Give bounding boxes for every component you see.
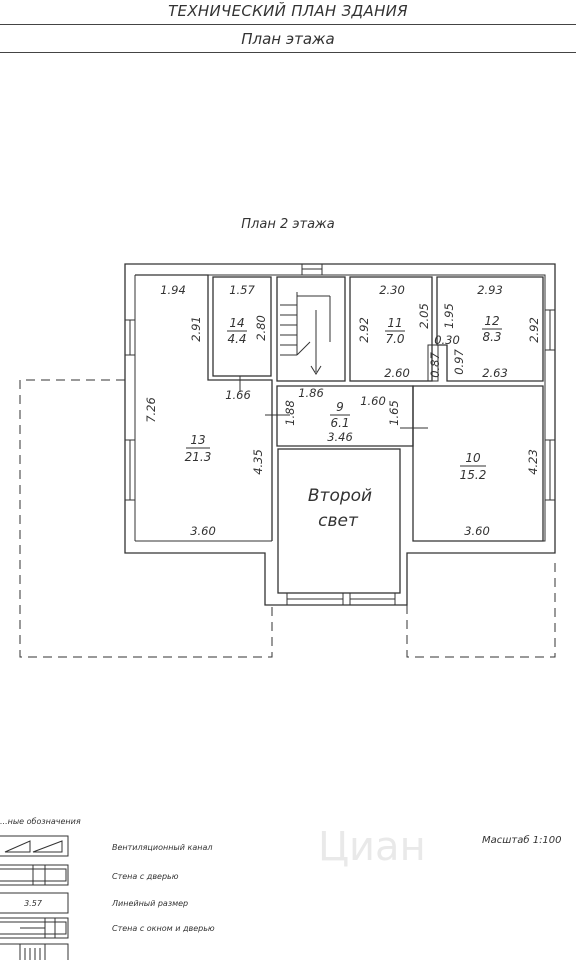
watermark-text: Циан [318, 824, 426, 870]
legend-swatch-window [0, 943, 69, 960]
room-11-area: 7.0 [385, 332, 404, 346]
legend-swatch-door [0, 864, 69, 886]
legend-dim-sample: 3.57 [24, 899, 43, 908]
room-13-number: 13 [190, 433, 205, 447]
dim-2-05: 2.05 [417, 303, 431, 329]
floor-title: План 2 этажа [241, 217, 334, 232]
dim-2-93: 2.93 [477, 283, 503, 297]
room-12-area: 8.3 [482, 330, 501, 344]
legend-title: ...ные обозначения [0, 817, 81, 826]
door-ticks [239, 376, 428, 429]
room-9-area: 6.1 [330, 416, 349, 430]
room-11-number: 11 [387, 316, 402, 330]
legend-swatch-window-door [0, 917, 69, 939]
legend-vent-shape [4, 840, 63, 853]
legend-item-window-door: Стена с окном и дверью [112, 924, 215, 933]
dim-3-46: 3.46 [327, 430, 353, 444]
room-14-wall [212, 276, 272, 377]
room-labels: 13 21.3 14 4.4 11 7.0 12 8.3 9 6.1 10 15… [185, 314, 502, 531]
room-13-area: 21.3 [185, 450, 212, 464]
dim-0-97: 0.97 [452, 349, 466, 375]
second-light-label-2: свет [318, 511, 359, 531]
dim-2-92-a: 2.92 [357, 317, 371, 343]
watermark: Циан [318, 824, 426, 870]
legend-item-door: Стена с дверью [112, 872, 179, 881]
dim-2-80: 2.80 [254, 315, 268, 341]
stairs [280, 292, 331, 375]
document-subtitle: План этажа [241, 30, 335, 48]
dim-3-60-a: 3.60 [190, 524, 216, 538]
dim-1-95: 1.95 [442, 303, 456, 329]
room-13-wall [135, 274, 273, 541]
room-11-wall [349, 276, 433, 382]
dim-0-30: 0.30 [434, 333, 460, 347]
legend-swatch-vent [0, 835, 69, 857]
legend-item-vent: Вентиляционный канал [112, 843, 212, 852]
document-title: ТЕХНИЧЕСКИЙ ПЛАН ЗДАНИЯ [168, 2, 408, 20]
dim-7-26: 7.26 [144, 397, 158, 423]
room-10-number: 10 [465, 451, 481, 465]
legend-swatch-dim [0, 892, 69, 914]
dim-2-91: 2.91 [189, 316, 203, 342]
dim-3-60-b: 3.60 [464, 524, 490, 538]
room-14-area: 4.4 [227, 332, 246, 346]
dim-1-94: 1.94 [160, 283, 186, 297]
dim-1-60: 1.60 [360, 394, 386, 408]
dim-2-30: 2.30 [379, 283, 405, 297]
dimension-labels: 1.94 1.57 2.30 2.93 2.91 2.80 2.92 2.05 … [144, 283, 541, 538]
dim-1-86: 1.86 [298, 386, 324, 400]
dim-2-63: 2.63 [482, 366, 508, 380]
header-rule-top [0, 24, 576, 25]
scale-label: Масштаб 1:100 [482, 834, 562, 846]
legend: ...ные обозначения 3.57 Вентиляционный к… [0, 817, 215, 960]
room-14-number: 14 [229, 316, 244, 330]
dim-2-92-b: 2.92 [527, 317, 541, 343]
second-light-label-1: Второй [308, 486, 372, 506]
dashed-outline-right [406, 562, 556, 658]
legend-item-dim: Линейный размер [111, 899, 188, 908]
dim-1-66: 1.66 [225, 388, 251, 402]
dashed-outline-left [19, 379, 273, 658]
windows [125, 264, 555, 605]
room-10-wall [412, 385, 544, 542]
vent-shaft [427, 344, 439, 382]
room-12-number: 12 [484, 314, 499, 328]
room-10-area: 15.2 [460, 468, 487, 482]
stair-well [276, 276, 346, 382]
header-rule-bottom [0, 52, 576, 53]
dim-1-88: 1.88 [283, 400, 297, 426]
dim-4-35: 4.35 [251, 449, 265, 475]
dim-1-65: 1.65 [387, 400, 401, 426]
room-9-number: 9 [336, 400, 344, 414]
dim-0-87: 0.87 [428, 352, 442, 378]
dim-2-60: 2.60 [384, 366, 410, 380]
dim-4-23: 4.23 [526, 449, 540, 475]
dim-1-57: 1.57 [229, 283, 255, 297]
second-light-void [277, 448, 401, 594]
